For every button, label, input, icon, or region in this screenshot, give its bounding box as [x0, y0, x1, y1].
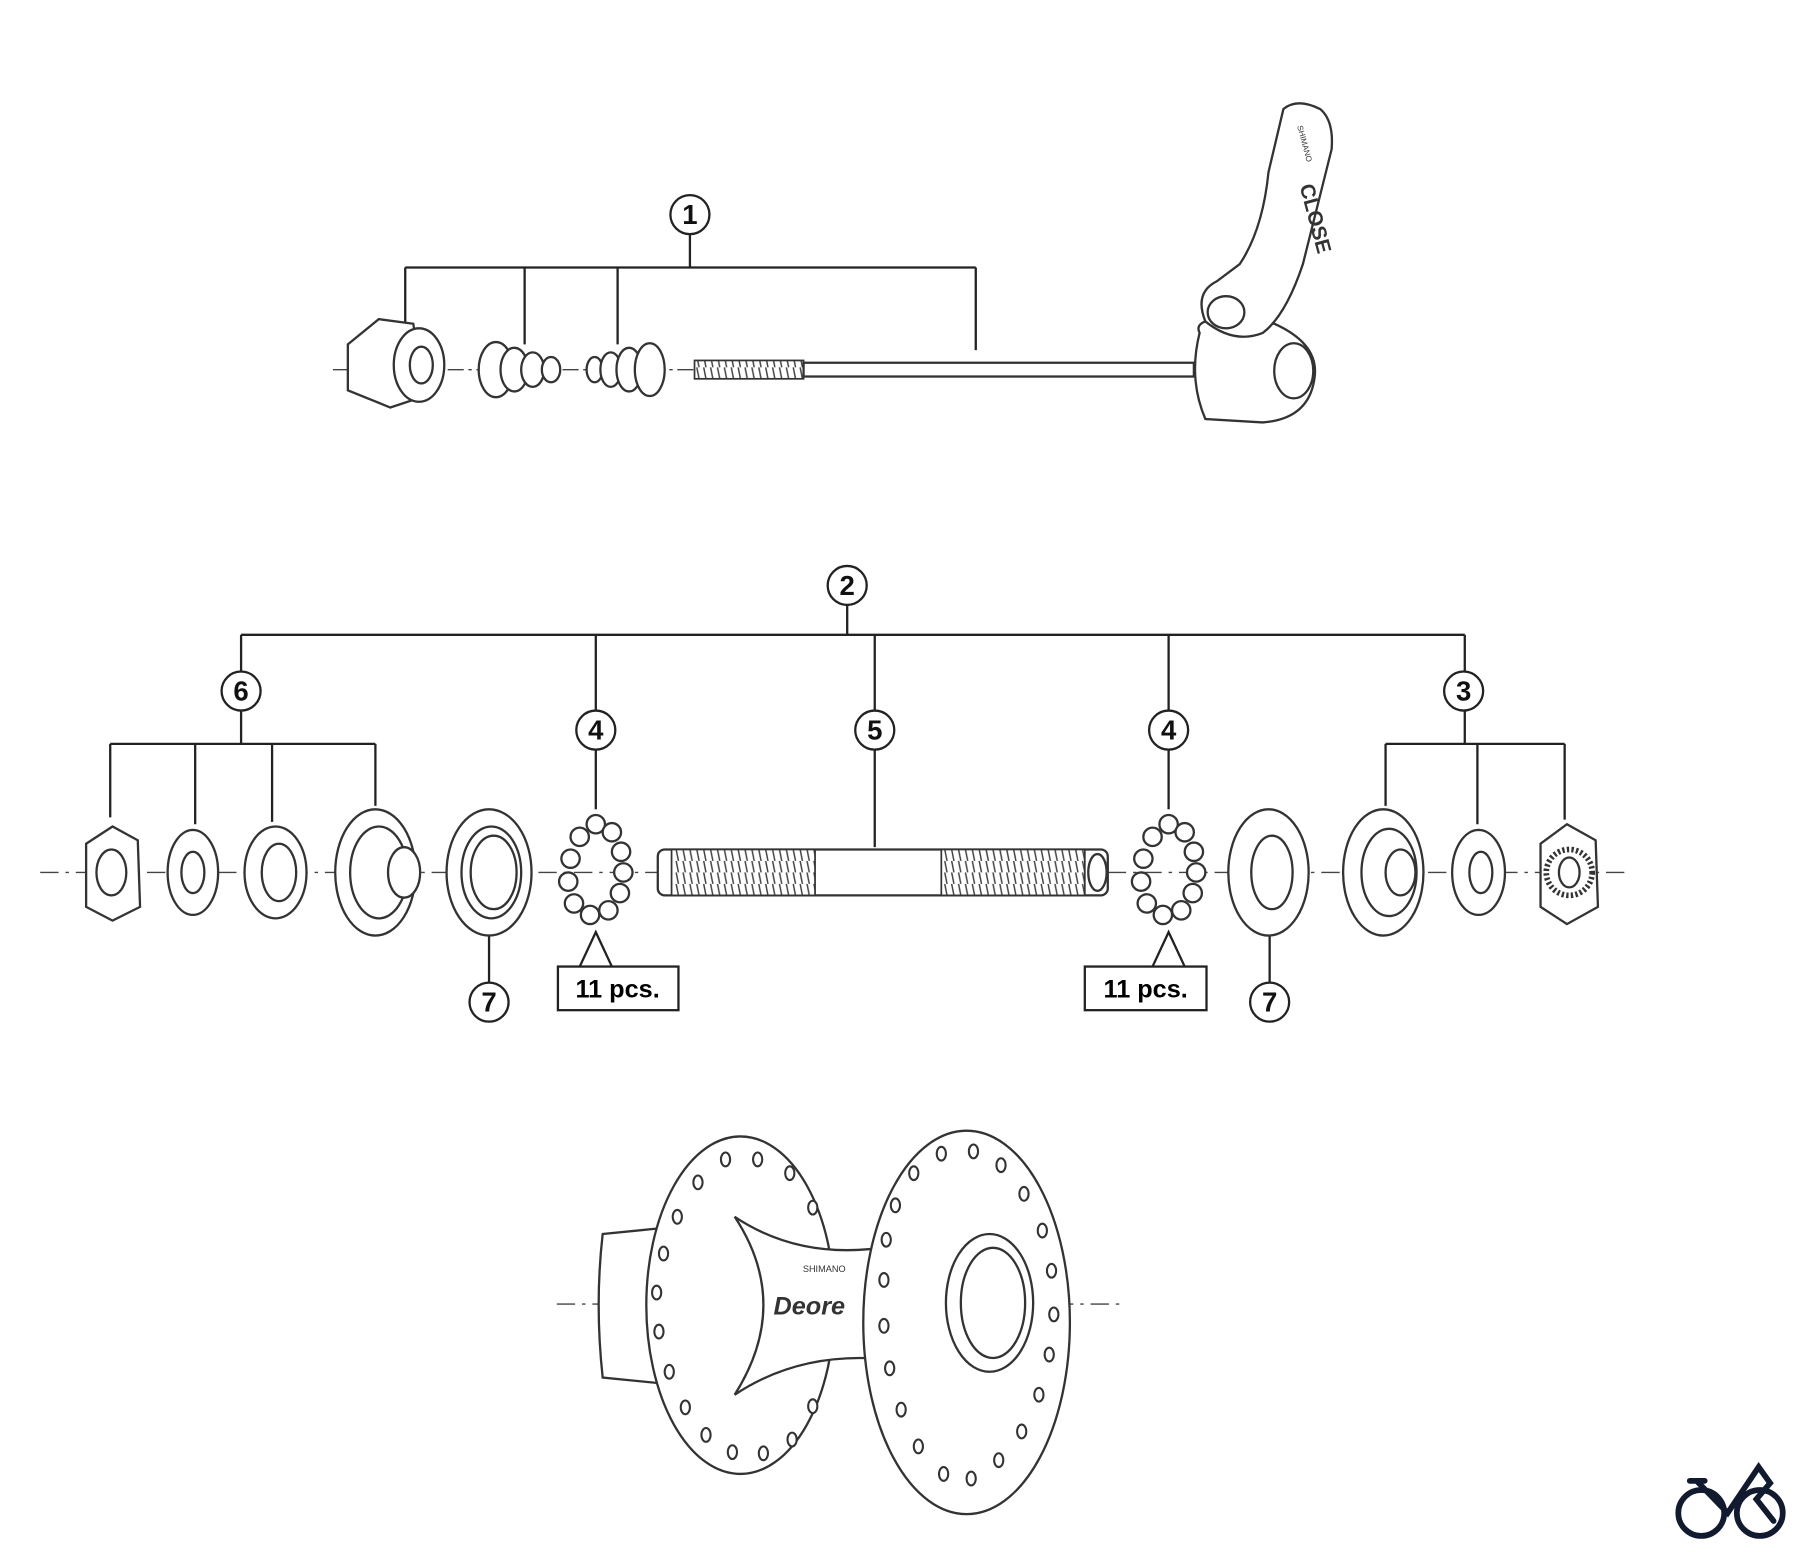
hub-body: SHIMANO Deore [556, 1129, 1120, 1516]
quantity-box-left: 11 pcs. [556, 965, 680, 1012]
callout-2: 2 [826, 564, 868, 607]
quantity-label: 11 pcs. [575, 976, 659, 1004]
locknut-right [1539, 822, 1600, 926]
callout-1-bracket [404, 234, 977, 351]
dust-cap-right [1227, 808, 1310, 937]
callout-5: 5 [854, 709, 896, 751]
callout-4-left: 4 [575, 709, 617, 751]
quick-release-assembly: CLOSE SHIMANO 1 [332, 102, 1335, 424]
axle [656, 848, 1109, 897]
spoke-holes-right [878, 1143, 1060, 1487]
quantity-label: 11 pcs. [1104, 976, 1188, 1004]
hub-model-text: Deore [774, 1292, 846, 1320]
hub-axle-assembly: 2 6 4 5 4 3 7 7 11 pcs. 11 pcs. [40, 564, 1631, 1023]
callout-4-label: 4 [1161, 715, 1177, 746]
cone-right [1341, 808, 1425, 937]
washer-right [1451, 828, 1507, 917]
callout-7-label: 7 [1262, 987, 1277, 1018]
conical-spring [585, 342, 666, 398]
callout-1-label: 1 [682, 199, 697, 230]
callout-1: 1 [669, 194, 711, 236]
callout-4-right: 4 [1147, 709, 1190, 751]
ball-bearings-left [557, 813, 634, 926]
callout-7-right: 7 [1248, 981, 1291, 1023]
locknut-left [84, 825, 142, 922]
callout-3: 3 [1442, 670, 1485, 712]
spoke-holes-left [651, 1151, 819, 1462]
callout-2-label: 2 [840, 570, 855, 601]
cone-left [334, 808, 422, 937]
callout-6-label: 6 [233, 676, 248, 707]
skewer-nut [346, 317, 446, 409]
conical-spring [477, 340, 562, 399]
hub-brand-text: SHIMANO [803, 1264, 846, 1274]
skewer-rod [693, 359, 1196, 380]
callout-4-label: 4 [588, 715, 604, 746]
washer-left [166, 828, 220, 917]
leader-lines [109, 604, 1566, 983]
callout-6: 6 [220, 670, 262, 712]
ball-bearings-right [1130, 813, 1207, 926]
callout-7-left: 7 [468, 981, 510, 1023]
callout-7-label: 7 [481, 987, 496, 1018]
callout-5-label: 5 [867, 715, 882, 746]
dust-cap-left [445, 808, 533, 937]
quick-release-lever: CLOSE SHIMANO [1193, 102, 1335, 424]
spacer-left [243, 825, 308, 920]
bicycle-logo-icon [1675, 1462, 1786, 1539]
quantity-box-right: 11 pcs. [1083, 965, 1208, 1012]
callout-3-label: 3 [1456, 676, 1471, 707]
